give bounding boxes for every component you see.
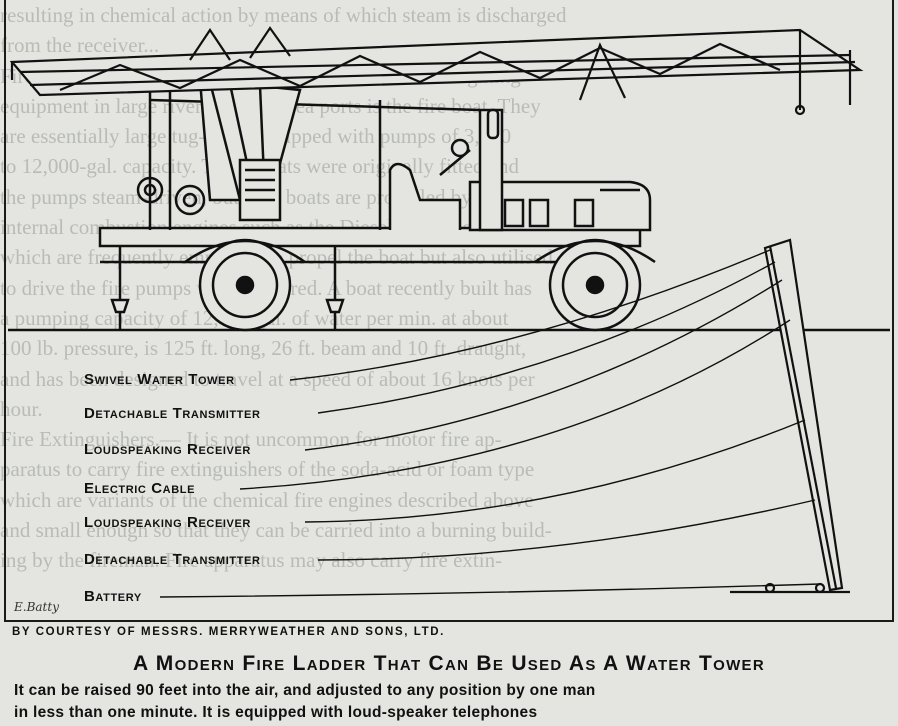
leader-detachable-transmitter [317, 261, 776, 414]
illustration-frame [4, 0, 894, 622]
figure-title: A Modern Fire Ladder That Can Be Used As… [132, 652, 765, 675]
artist-signature: E.Batty [14, 600, 59, 614]
background-text-line: from the receiver... [0, 33, 160, 58]
leader-swivel-water-tower [289, 249, 771, 381]
label-loudspeaking-receiver-2: Loudspeaking Receiver [84, 514, 251, 531]
label-electric-cable: Electric Cable [84, 480, 196, 497]
label-detachable-transmitter: Detachable Transmitter [84, 405, 261, 422]
leader-loudspeaking-receiver-2 [304, 419, 806, 523]
credit-line: BY COURTESY OF MESSRS. MERRYWEATHER AND … [12, 626, 445, 638]
leader-detachable-transmitter-2 [317, 499, 816, 561]
background-text-line: resulting in chemical action by means of… [0, 3, 567, 27]
background-text-line: and small enough so that they can be car… [0, 518, 552, 543]
background-text-line: hour. [0, 396, 43, 421]
leader-loudspeaking-receiver [304, 279, 783, 451]
caption-line-1: It can be raised 90 feet into the air, a… [14, 682, 596, 699]
fire-ladder-illustration [8, 26, 890, 598]
leader-battery [159, 583, 821, 598]
label-loudspeaking-receiver: Loudspeaking Receiver [84, 441, 251, 458]
label-battery: Battery [84, 588, 142, 605]
label-detachable-transmitter-2: Detachable Transmitter [84, 551, 261, 568]
leader-electric-cable [239, 319, 791, 490]
fire-engine-truck [98, 70, 656, 332]
background-text-line: ing by the fireman. Fire apparatus may a… [0, 548, 503, 573]
background-text-line: which are variants of the chemical fire … [0, 487, 534, 512]
ladder-boom [9, 26, 864, 116]
label-swivel-water-tower: Swivel Water Tower [84, 371, 235, 388]
background-text-line: and has been designed to travel at a spe… [0, 366, 535, 391]
caption-line-2: in less than one minute. It is equipped … [14, 704, 538, 721]
leader-lines [159, 249, 821, 598]
raised-tower-ladder [730, 238, 850, 594]
